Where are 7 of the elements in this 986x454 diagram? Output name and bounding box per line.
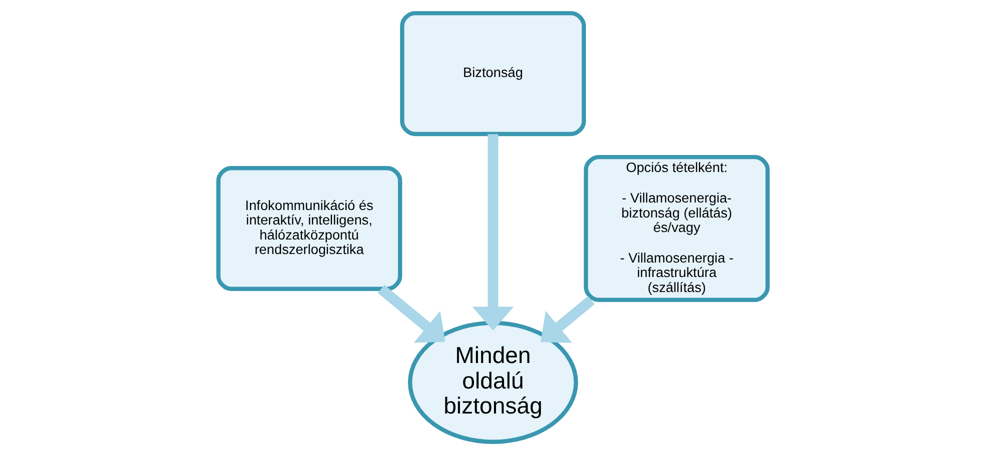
arrow	[378, 284, 446, 342]
arrow	[472, 134, 514, 330]
node-box: Infokommunikáció és interaktív, intelligens, hálózatközpontú rendszerlogisztika	[216, 166, 402, 290]
node-box: Biztonság	[400, 10, 586, 136]
node-ellipse: Minden oldalú biztonság	[408, 320, 578, 444]
arrow	[540, 296, 595, 342]
node-box: Opciós tételként: - Villamosenergia-biztonság (ellátás) és/vagy - Villamosenergia - infrastruktúra (szállítás)	[584, 154, 770, 302]
